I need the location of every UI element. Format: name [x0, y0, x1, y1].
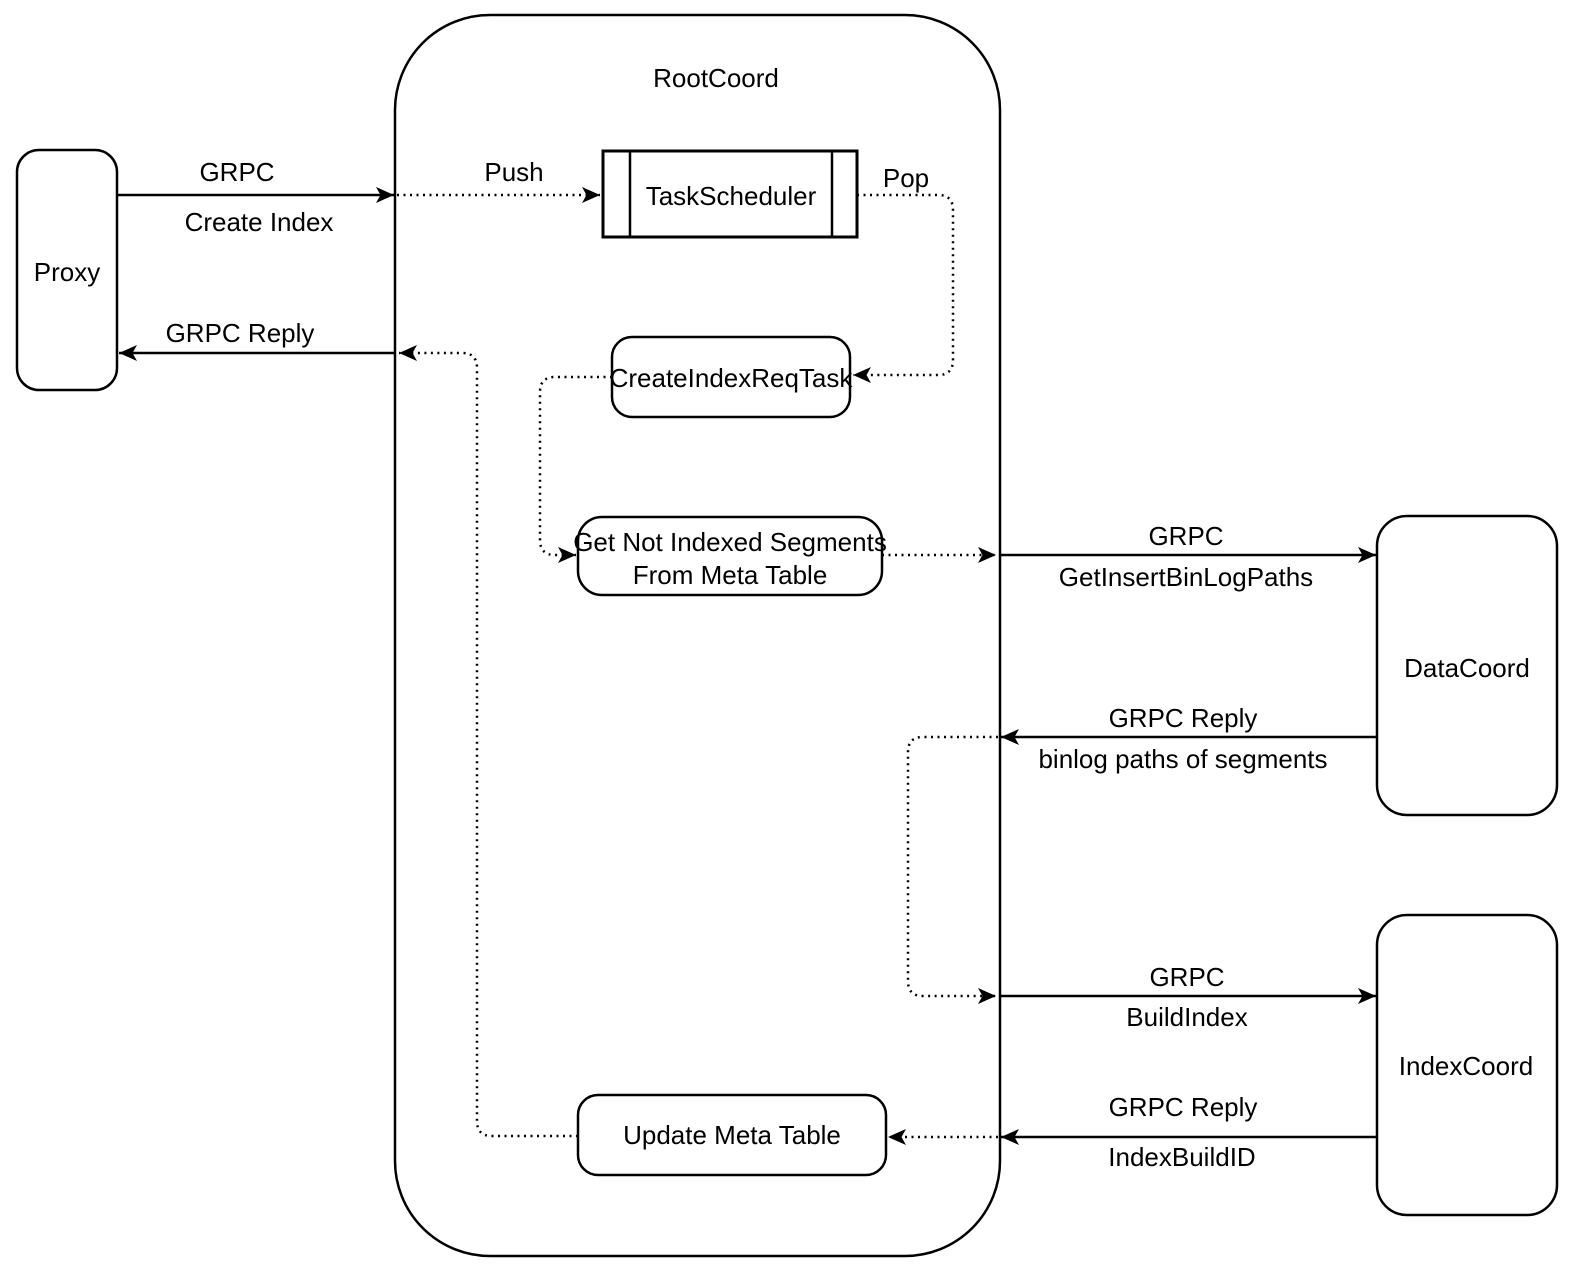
grpc-buildindex-label-top: GRPC	[1149, 962, 1224, 992]
arrow-internal-uturn	[906, 735, 998, 1004]
arrow-update-meta-to-edge	[399, 345, 578, 1138]
grpc-buildindex-label-bottom: BuildIndex	[1126, 1002, 1247, 1032]
push-label: Push	[484, 157, 543, 187]
rootcoord-title: RootCoord	[653, 63, 779, 93]
arrow-create-task-to-get-segments	[538, 375, 612, 563]
pop-label: Pop	[883, 163, 929, 193]
data-coord-node	[1375, 514, 1559, 817]
grpc-reply-binlog-label-bottom: binlog paths of segments	[1038, 744, 1327, 774]
grpc-create-index-label-top: GRPC	[199, 157, 274, 187]
grpc-reply-binlog-label-top: GRPC Reply	[1109, 703, 1258, 733]
index-coord-label: IndexCoord	[1399, 1051, 1533, 1081]
proxy-node	[15, 148, 119, 392]
get-not-indexed-label-line2: From Meta Table	[633, 560, 828, 590]
index-coord-node	[1375, 913, 1559, 1217]
grpc-getinsert-label-top: GRPC	[1148, 521, 1223, 551]
update-meta-table-label: Update Meta Table	[623, 1120, 841, 1150]
grpc-reply-indexbuildid-label-top: GRPC Reply	[1109, 1092, 1258, 1122]
data-coord-label: DataCoord	[1404, 653, 1530, 683]
rootcoord-container	[393, 13, 1002, 1258]
arrow-pop	[853, 193, 955, 383]
get-not-indexed-label-line1: Get Not Indexed Segments	[573, 527, 887, 557]
grpc-getinsert-label-bottom: GetInsertBinLogPaths	[1059, 562, 1313, 592]
create-index-req-task-label: CreateIndexReqTask	[610, 363, 854, 393]
task-scheduler-node	[601, 149, 859, 239]
grpc-create-index-label-bottom: Create Index	[185, 207, 334, 237]
grpc-reply-to-proxy-label: GRPC Reply	[166, 318, 315, 348]
proxy-label: Proxy	[34, 257, 100, 287]
grpc-reply-indexbuildid-label-bottom: IndexBuildID	[1108, 1142, 1255, 1172]
task-scheduler-label: TaskScheduler	[646, 181, 817, 211]
